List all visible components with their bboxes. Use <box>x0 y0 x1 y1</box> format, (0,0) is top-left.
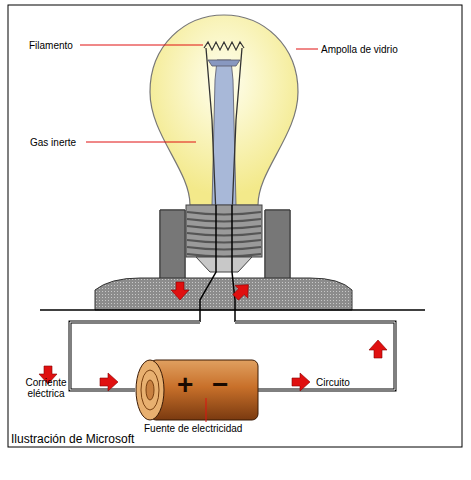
battery <box>150 360 258 420</box>
screw-thread <box>187 247 261 250</box>
part-label: Filamento <box>29 40 73 51</box>
leader-lines <box>80 45 318 422</box>
battery-end <box>136 360 164 420</box>
wire <box>232 205 235 322</box>
part-label: Circuito <box>316 377 350 388</box>
wire <box>200 205 216 322</box>
filament <box>204 42 244 50</box>
screw-thread <box>187 212 261 215</box>
stem-top <box>208 60 240 66</box>
screw-thread <box>187 254 261 257</box>
battery-ring <box>141 370 159 410</box>
screw-base <box>186 205 262 257</box>
part-label: Ampolla de vidrio <box>321 44 398 55</box>
battery-terminal <box>146 380 154 400</box>
glass-bulb <box>150 15 298 205</box>
screw-thread <box>187 233 261 236</box>
screw-thread <box>187 240 261 243</box>
polarity-sign: + <box>177 370 193 400</box>
base-line <box>40 309 425 311</box>
part-label: Gas inerte <box>30 137 76 148</box>
screw-thread <box>187 219 261 222</box>
glass-stem <box>212 60 236 205</box>
circuit-wire <box>235 322 395 390</box>
lead-wires <box>206 48 242 215</box>
circuit-wire-core <box>235 322 395 390</box>
base-contact <box>196 257 252 272</box>
frame <box>8 5 462 447</box>
part-label: Fuente de electricidad <box>144 423 242 434</box>
credit-caption: Ilustración de Microsoft <box>11 432 134 446</box>
part-label: Corriente eléctrica <box>16 377 76 399</box>
screw-thread <box>187 226 261 229</box>
polarity-sign: − <box>212 370 228 400</box>
